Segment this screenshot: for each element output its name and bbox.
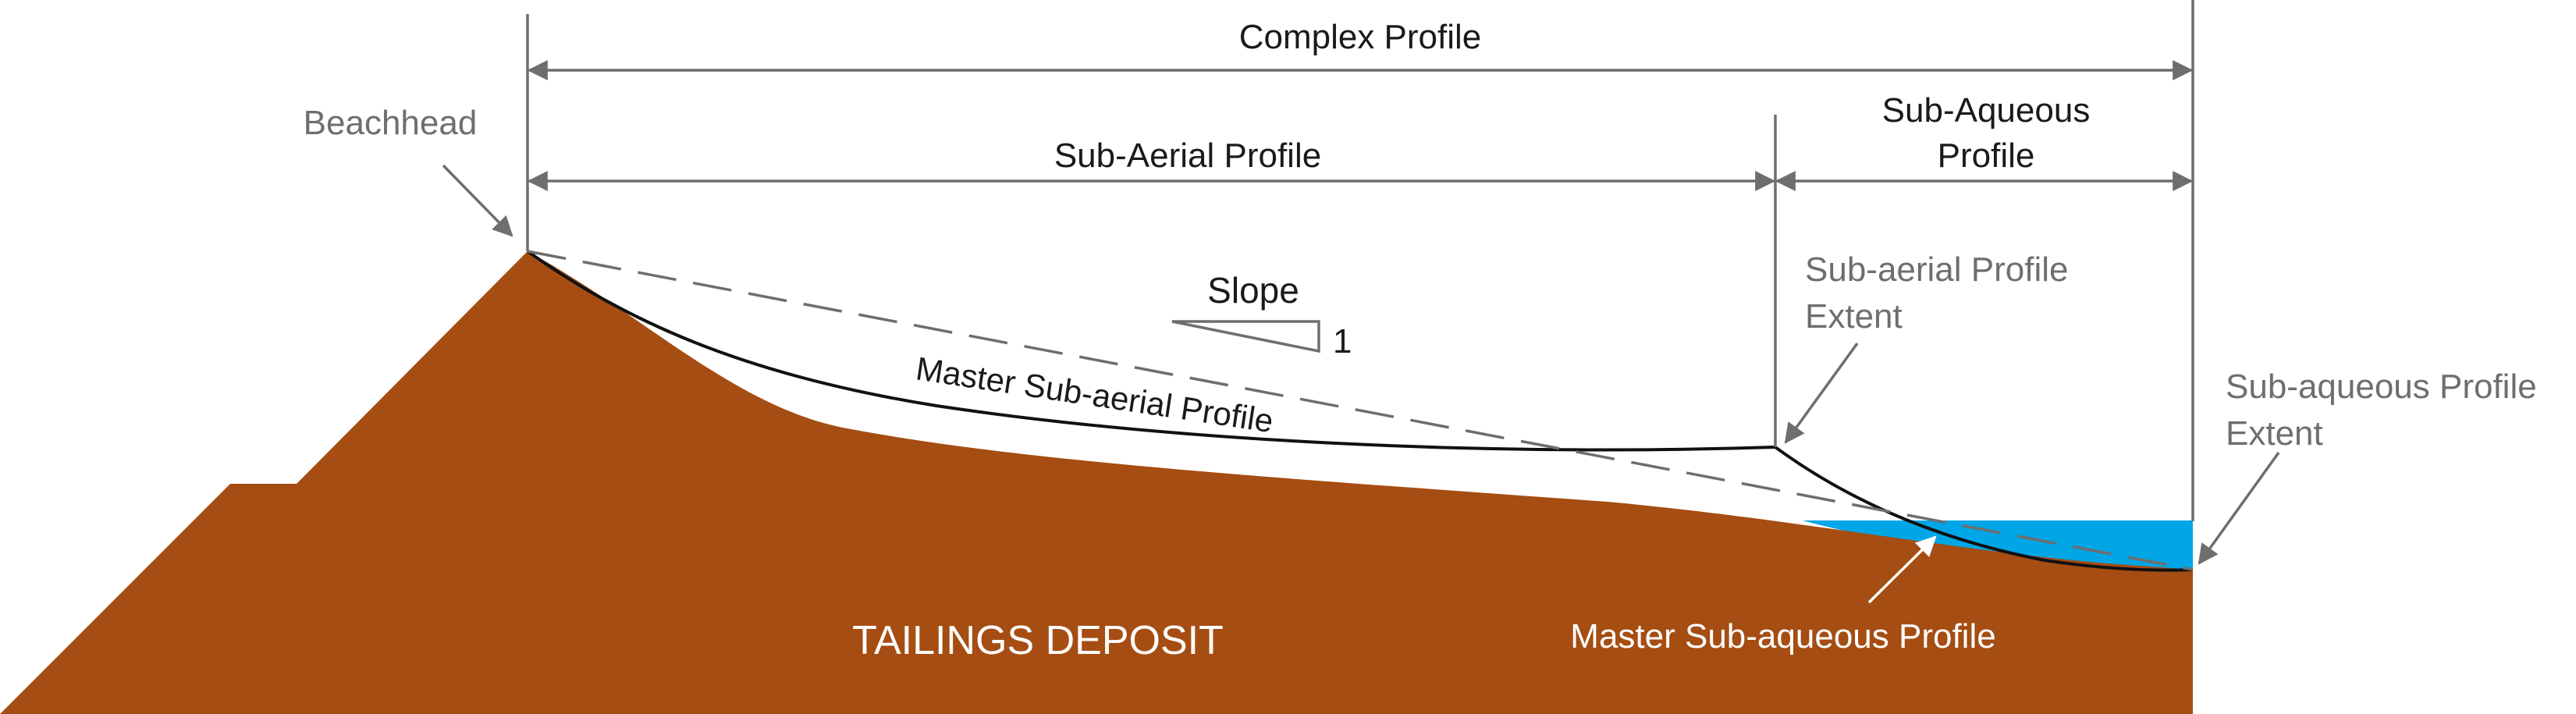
complex-profile-label: Complex Profile bbox=[1239, 18, 1482, 56]
tailings-deposit-label: TAILINGS DEPOSIT bbox=[852, 618, 1224, 663]
sub-aqueous-extent-callout-arrow bbox=[2198, 451, 2280, 565]
slope-ratio-triangle bbox=[1171, 320, 1320, 353]
beachhead-callout-arrow bbox=[442, 164, 513, 237]
reference-slope-dashed-line bbox=[527, 250, 2194, 571]
sub-aerial-extent-label-line2: Extent bbox=[1805, 297, 1903, 336]
sub-aerial-profile-label: Sub-Aerial Profile bbox=[1054, 137, 1321, 175]
slope-label: Slope bbox=[1207, 270, 1299, 311]
sub-aqueous-profile-label-line2: Profile bbox=[1938, 137, 2035, 175]
sub-aerial-extent-callout-arrow bbox=[1784, 342, 1859, 444]
beachhead-label: Beachhead bbox=[304, 104, 478, 142]
master-sub-aqueous-callout-arrow bbox=[1867, 535, 1937, 604]
master-sub-aqueous-profile-label: Master Sub-aqueous Profile bbox=[1570, 617, 1995, 655]
master-sub-aqueous-profile-curve bbox=[1774, 446, 2194, 572]
slope-ratio-value: 1 bbox=[1333, 322, 1352, 361]
water-body bbox=[1803, 520, 2193, 570]
tailings-deposit bbox=[0, 251, 2193, 714]
sub-aqueous-extent-label-line1: Sub-aqueous Profile bbox=[2226, 368, 2537, 406]
master-sub-aerial-profile-curve bbox=[526, 250, 1776, 452]
sub-aqueous-extent-label-line2: Extent bbox=[2226, 414, 2323, 453]
sub-aerial-extent-label-line1: Sub-aerial Profile bbox=[1805, 250, 2069, 289]
sub-aqueous-profile-label-line1: Sub-Aqueous bbox=[1882, 91, 2091, 130]
